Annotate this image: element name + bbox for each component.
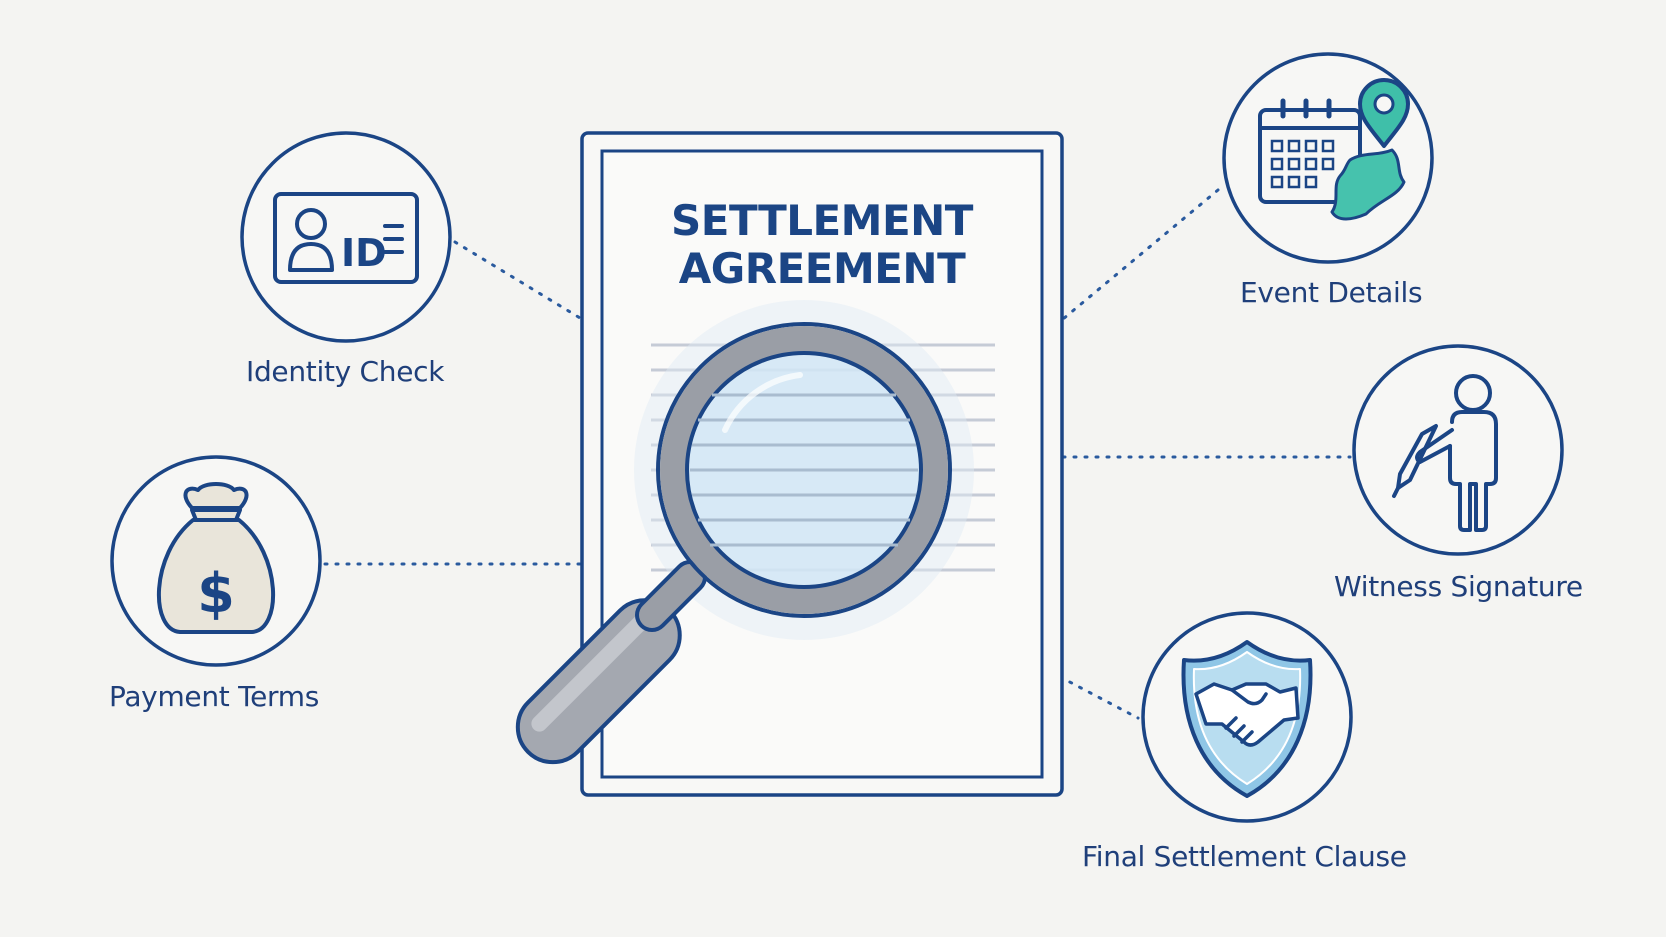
connector-event-details (1043, 188, 1220, 336)
identity-check-node (240, 131, 452, 343)
magnifying-glass-icon (515, 300, 974, 765)
final-settlement-clause-label: Final Settlement Clause (1082, 840, 1407, 873)
id-card-icon (273, 192, 419, 284)
shield-handshake-icon (1181, 640, 1313, 798)
money-bag-icon (156, 482, 276, 634)
money-bag-dollar-text: $ (197, 562, 235, 625)
witness-signature-label: Witness Signature (1334, 570, 1583, 603)
document-title-line-2: AGREEMENT (678, 244, 966, 293)
payment-terms-node (110, 455, 322, 667)
payment-terms-label: Payment Terms (109, 680, 320, 713)
person-signing-icon (1392, 374, 1498, 532)
event-details-node (1222, 52, 1434, 264)
id-card-badge-text: ID (341, 231, 387, 275)
identity-check-label: Identity Check (246, 355, 445, 388)
witness-signature-node (1352, 344, 1564, 556)
event-details-label: Event Details (1240, 276, 1423, 309)
final-settlement-node (1141, 611, 1353, 823)
calendar-map-pin-icon (1258, 78, 1410, 221)
document-title-line-1: SETTLEMENT (671, 196, 973, 245)
